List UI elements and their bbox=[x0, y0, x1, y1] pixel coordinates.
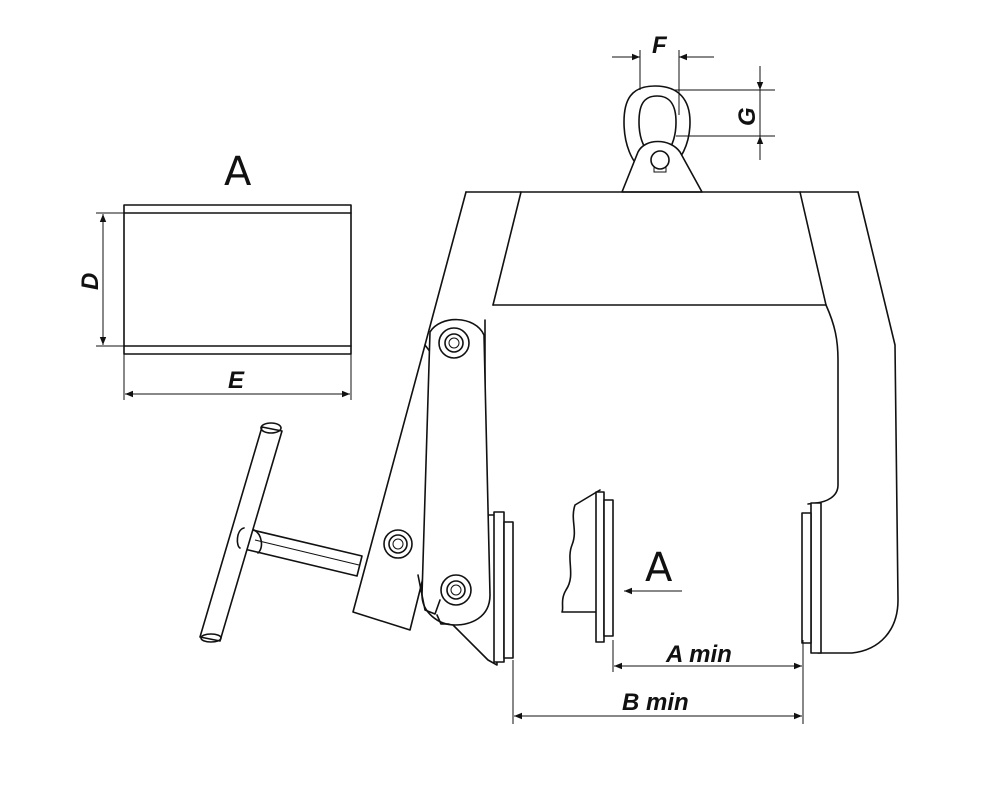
arrow-view-label: A bbox=[645, 545, 673, 591]
dimension-b-min-label: B min bbox=[622, 689, 689, 716]
dimension-d-line bbox=[96, 212, 124, 347]
dimension-d-label: D bbox=[77, 273, 104, 290]
dimension-a-min-label: A min bbox=[665, 641, 732, 668]
workpiece-section bbox=[561, 489, 614, 643]
dimension-f-line bbox=[612, 50, 714, 115]
jaw-pad-view bbox=[123, 204, 352, 355]
dimension-b-min-line bbox=[512, 660, 804, 724]
dimension-e-label: E bbox=[228, 367, 245, 394]
dimension-g-line bbox=[674, 66, 775, 160]
top-view-label: A bbox=[224, 149, 252, 195]
dimension-f-label: F bbox=[652, 32, 668, 59]
clamp-body bbox=[199, 85, 899, 666]
dimension-e-line bbox=[123, 354, 352, 400]
dimension-g-label: G bbox=[734, 107, 761, 126]
